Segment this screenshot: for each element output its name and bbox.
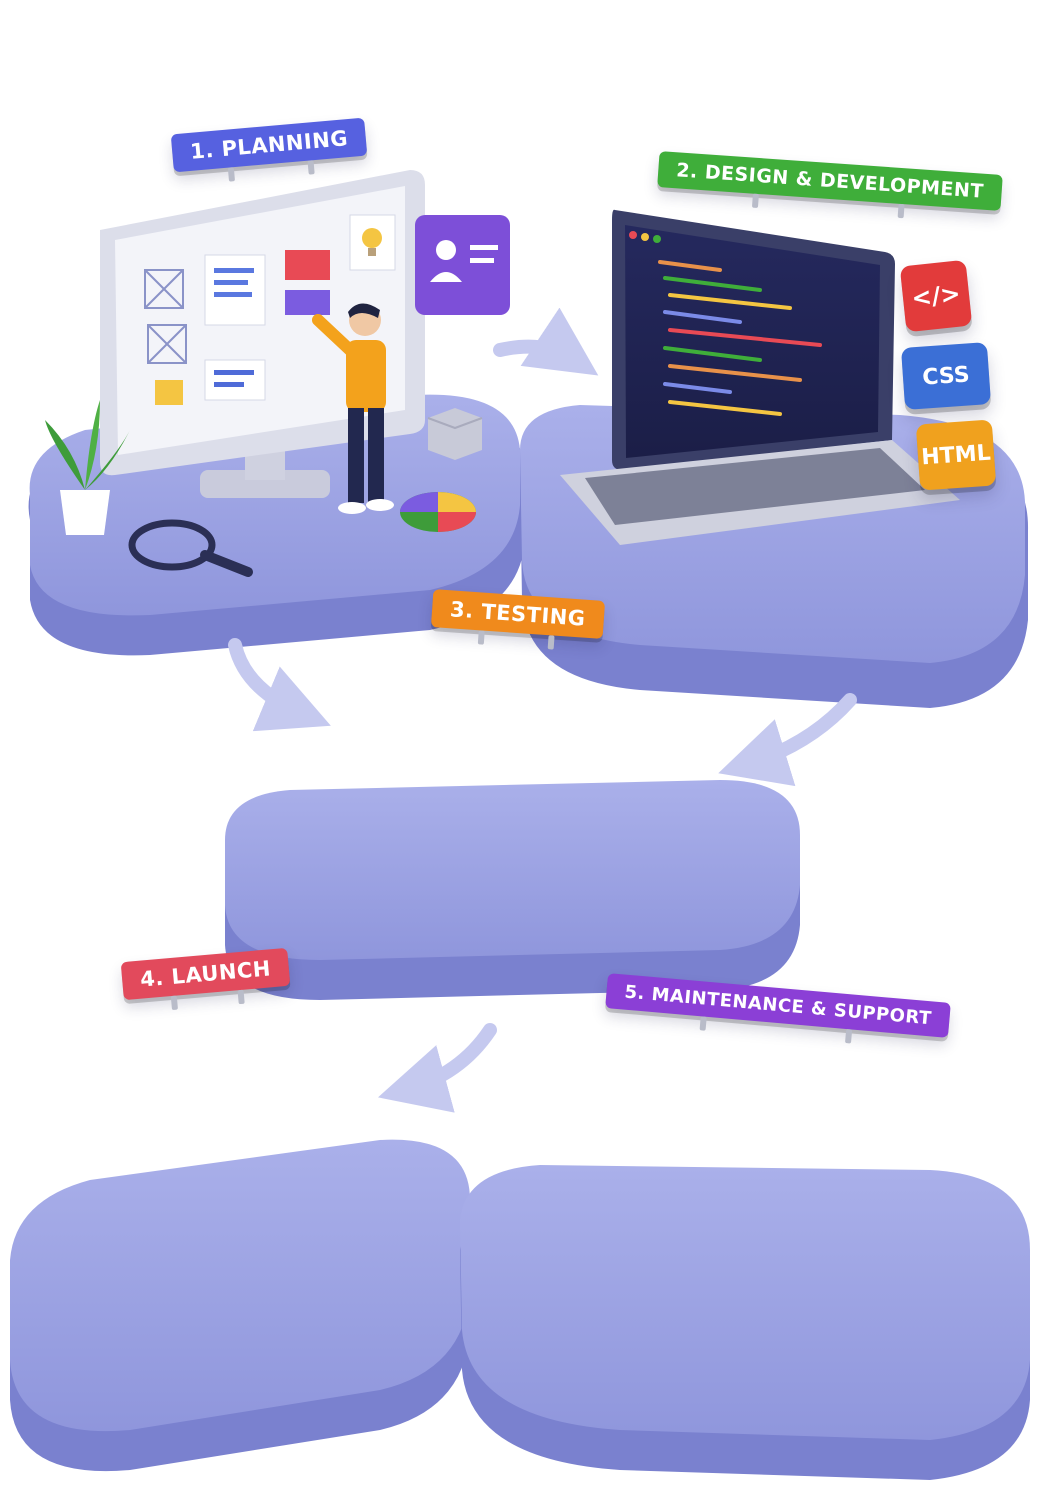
planning-person bbox=[312, 303, 394, 514]
arrow-planning-to-testing bbox=[228, 638, 331, 732]
plant-icon bbox=[45, 400, 130, 535]
arrow-development-to-testing bbox=[718, 693, 857, 787]
platform-maintenance bbox=[460, 1165, 1030, 1480]
magnifier-icon bbox=[128, 519, 253, 577]
arrow-testing-to-launch bbox=[377, 1023, 497, 1113]
css-badge: CSS bbox=[900, 342, 992, 410]
arrow-planning-to-development bbox=[493, 307, 599, 376]
profile-card-icon bbox=[415, 215, 510, 315]
flow-arrows bbox=[228, 307, 857, 1113]
box-icon bbox=[427, 408, 483, 460]
platform-testing bbox=[225, 780, 800, 1000]
pie-chart-icon bbox=[400, 492, 476, 532]
platform-launch bbox=[10, 1139, 470, 1472]
html-badge: HTML bbox=[915, 419, 997, 491]
development-laptop bbox=[560, 209, 960, 545]
planning-monitor bbox=[100, 170, 425, 498]
code-brackets-icon: </> bbox=[899, 259, 973, 333]
